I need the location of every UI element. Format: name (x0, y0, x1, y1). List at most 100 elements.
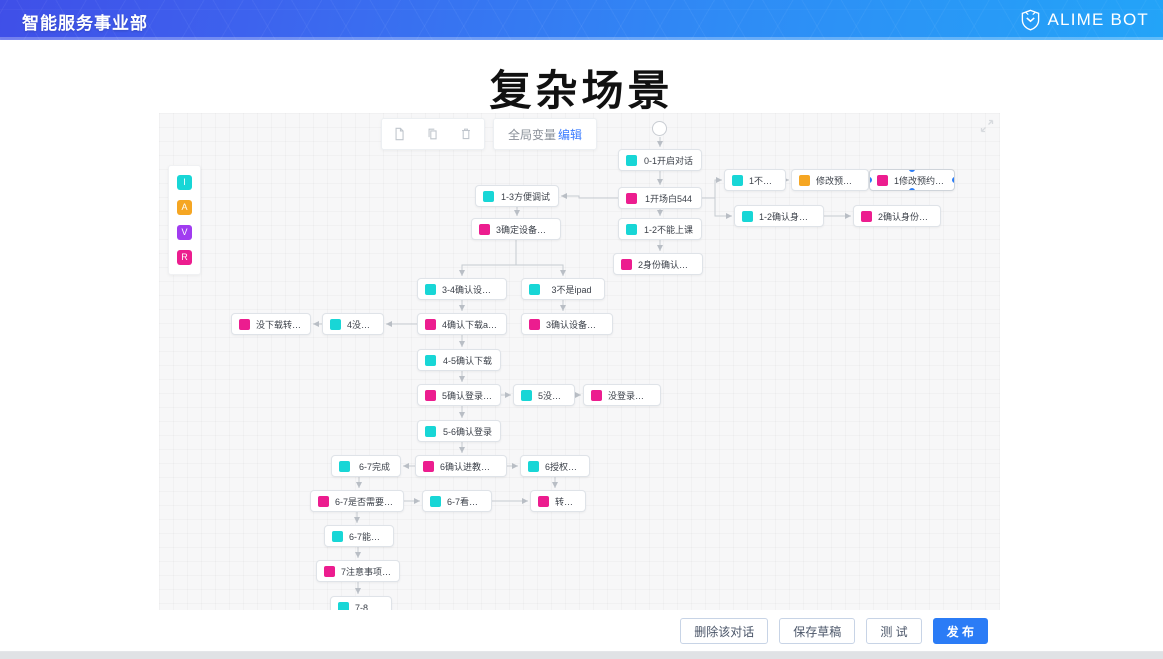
flow-node-label: 4确认下载app54.. (442, 319, 499, 330)
flow-node-label: 6授权失败 (545, 461, 582, 472)
flow-node[interactable]: 3确定设备类型546 (471, 218, 561, 240)
node-type-icon (318, 495, 329, 507)
flow-node-label: 3确定设备类型546 (496, 224, 553, 235)
flow-node[interactable]: 6确认进教室授权54.. (415, 455, 507, 477)
header-pattern (0, 0, 1163, 40)
node-type-icon (479, 223, 490, 235)
node-type-icon (528, 460, 539, 472)
node-type-icon (626, 192, 637, 204)
node-type-icon (591, 389, 602, 401)
trash-icon[interactable] (458, 126, 474, 142)
flow-node-label: 0-1开启对话 (643, 155, 693, 166)
expand-collapse-icon[interactable] (980, 119, 994, 133)
legend-item-intent[interactable]: I (177, 175, 192, 190)
flow-node[interactable]: 1-2不能上课 (618, 218, 702, 240)
node-type-icon (621, 258, 632, 270)
node-type-icon (332, 530, 343, 542)
node-type-icon (430, 495, 441, 507)
flow-node[interactable]: 7-8好的 (330, 596, 392, 610)
node-type-icon (538, 495, 549, 507)
duplicate-icon[interactable] (425, 126, 441, 142)
flow-node-label: 3-4确认设备类型 (442, 284, 499, 295)
flow-node-label: 6确认进教室授权54.. (440, 461, 499, 472)
flow-node-label: 5-6确认登录 (442, 426, 492, 437)
flow-node[interactable]: 6-7完成 (331, 455, 401, 477)
node-type-icon (425, 425, 436, 437)
node-type-icon (799, 174, 810, 186)
flow-node-label: 修改预约时间 (816, 175, 861, 186)
node-type-icon (742, 210, 753, 222)
legend-item-variable[interactable]: V (177, 225, 192, 240)
flow-node-label: 没下载转人工 (256, 319, 303, 330)
flow-editor[interactable]: 全局变量 编辑 I A V R (159, 113, 1000, 610)
flow-node[interactable]: 1不方便 (724, 169, 786, 191)
delete-dialog-button[interactable]: 删除该对话 (680, 618, 769, 644)
node-type-icon (425, 354, 436, 366)
brand-logo: ALIME BOT (1020, 9, 1150, 31)
alime-shield-icon (1020, 9, 1041, 31)
legend-item-answer[interactable]: R (177, 250, 192, 265)
flow-node[interactable]: 2确认身份不是552 (853, 205, 941, 227)
global-variables-edit-link[interactable]: 编辑 (558, 127, 583, 142)
flow-node[interactable]: 0-1开启对话 (618, 149, 702, 171)
flow-start-node[interactable] (652, 121, 667, 136)
flow-node[interactable]: 6-7能看到 (324, 525, 394, 547)
flow-node[interactable]: 1-3方便调试 (475, 185, 559, 207)
flow-node-label: 1-2不能上课 (643, 224, 693, 235)
flow-node-label: 转人工 (555, 496, 578, 507)
node-type-icon (626, 154, 637, 166)
flow-node-label: 6-7看不到 (447, 496, 484, 507)
flow-node[interactable]: 4没下载 (322, 313, 384, 335)
page-bottom-rule (0, 651, 1163, 652)
flow-node[interactable]: 3不是ipad (521, 278, 605, 300)
footer-actions: 删除该对话 保存草稿 测 试 发 布 (0, 618, 1163, 644)
node-connection-handle[interactable] (909, 170, 915, 172)
copy-icon[interactable] (392, 126, 408, 142)
node-type-icon (425, 389, 436, 401)
flow-node[interactable]: 1开场白544 (618, 187, 702, 209)
flow-node[interactable]: 没下载转人工 (231, 313, 311, 335)
flow-node[interactable]: 3-4确认设备类型 (417, 278, 507, 300)
node-type-icon (324, 565, 335, 577)
flow-node[interactable]: 5没登录 (513, 384, 575, 406)
header-title: 智能服务事业部 (22, 14, 148, 33)
flow-node-label: 1-2确认身份失败 (759, 211, 816, 222)
flow-node[interactable]: 6授权失败 (520, 455, 590, 477)
flow-node[interactable]: 5确认登录548 (417, 384, 501, 406)
flow-node[interactable]: 3确认设备不成功55.. (521, 313, 613, 335)
flow-node[interactable]: 4确认下载app54.. (417, 313, 507, 335)
node-type-icon (529, 318, 540, 330)
node-type-icon (425, 283, 436, 295)
node-type-icon (425, 318, 436, 330)
node-connection-handle[interactable] (952, 177, 954, 183)
flow-node[interactable]: 1修改预约时间 (869, 169, 955, 191)
flow-node[interactable]: 2身份确认不能上课5.. (613, 253, 703, 275)
flow-node-label: 5没登录 (538, 390, 567, 401)
legend-item-api[interactable]: A (177, 200, 192, 215)
flow-node-label: 3不是ipad (551, 284, 592, 295)
flow-graph: 0-1开启对话 1开场白544 1-2不能上课 2身份确认不能上课5.. 1不方便 修改预… (159, 113, 1000, 610)
flow-node-label: 7注意事项550 (341, 566, 392, 577)
node-type-icon (521, 389, 532, 401)
flow-node[interactable]: 4-5确认下载 (417, 349, 501, 371)
flow-node[interactable]: 6-7看不到 (422, 490, 492, 512)
flow-node[interactable]: 修改预约时间 (791, 169, 869, 191)
publish-button[interactable]: 发 布 (932, 618, 988, 644)
flow-node-label: 1不方便 (749, 175, 778, 186)
save-draft-button[interactable]: 保存草稿 (779, 618, 856, 644)
node-connection-handle[interactable] (870, 177, 872, 183)
flow-canvas[interactable]: 全局变量 编辑 I A V R (159, 113, 1000, 610)
flow-node-label: 6-7能看到 (349, 531, 386, 542)
flow-node[interactable]: 1-2确认身份失败 (734, 205, 824, 227)
flow-node-label: 1修改预约时间 (894, 175, 947, 186)
flow-node[interactable]: 6-7是否需要自测 (310, 490, 404, 512)
node-connection-handle[interactable] (909, 188, 915, 190)
flow-node[interactable]: 没登录转人工 (583, 384, 661, 406)
flow-node-label: 4-5确认下载 (442, 355, 492, 366)
flow-node[interactable]: 5-6确认登录 (417, 420, 501, 442)
node-type-icon (339, 460, 350, 472)
test-button[interactable]: 测 试 (866, 618, 922, 644)
flow-node[interactable]: 转人工 (530, 490, 586, 512)
flow-node[interactable]: 7注意事项550 (316, 560, 400, 582)
flow-node-label: 2身份确认不能上课5.. (638, 259, 695, 270)
